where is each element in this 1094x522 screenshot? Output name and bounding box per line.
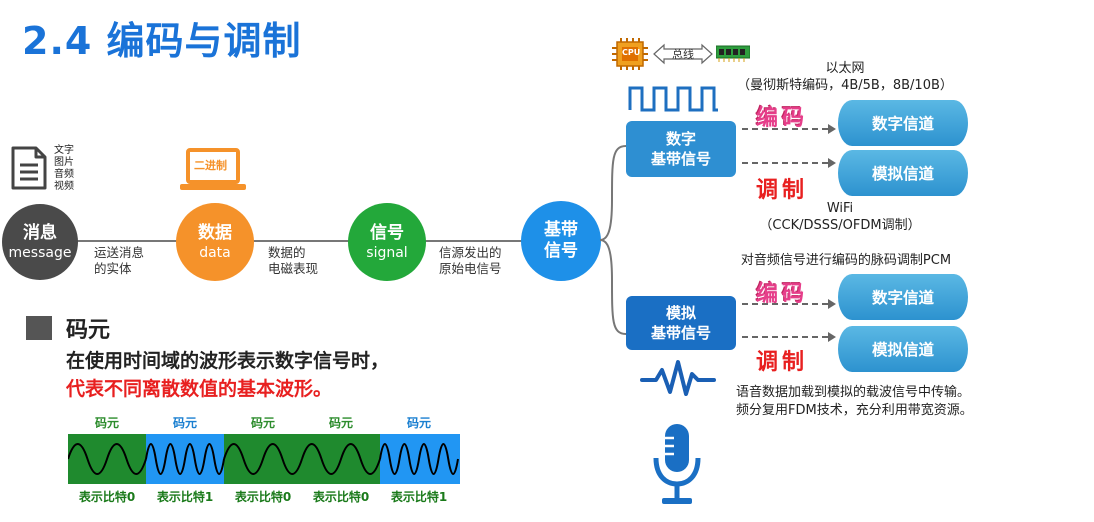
flow-label-3: 信源发出的 原始电信号: [439, 245, 502, 276]
square-wave-icon: [628, 84, 720, 114]
baseband-line1: 基带: [544, 220, 578, 240]
segment-label: 码元: [94, 416, 119, 430]
signal-circle: 信号 signal: [348, 203, 426, 281]
data-circle: 数据 data: [176, 203, 254, 281]
analog-baseband-box: 模拟 基带信号: [626, 296, 736, 350]
signal-title: 信号: [370, 222, 404, 243]
digital-channel-analog: 模拟信道: [838, 150, 968, 196]
baseband-line2: 信号: [544, 241, 578, 261]
digital-box-line1: 数字: [665, 130, 696, 148]
bus-arrow: 总线: [652, 42, 714, 66]
digital-modulate-arrowhead: [828, 158, 836, 168]
segment-label: 码元: [406, 416, 431, 430]
digital-encode-label: 编码: [756, 106, 809, 131]
segment-bit: 表示比特0: [78, 490, 136, 504]
pcm-note: 对音频信号进行编码的脉码调制PCM: [740, 253, 952, 268]
symbol-heading: 码元: [66, 318, 111, 343]
digital-encode-arrow: [742, 128, 828, 130]
ethernet-note: 以太网 （曼彻斯特编码，4B/5B，8B/10B）: [737, 61, 953, 93]
segment-bit: 表示比特0: [234, 490, 292, 504]
media-list: 文字 图片 音频 视频: [54, 145, 74, 193]
analog-box-line2: 基带信号: [650, 324, 711, 342]
analog-encode-arrow: [742, 303, 828, 305]
bus-label: 总线: [672, 48, 694, 61]
media-item: 音频: [54, 169, 74, 180]
voice-wave-icon: [640, 358, 716, 398]
microphone-icon: [652, 422, 702, 508]
signal-sub: signal: [366, 244, 408, 261]
symbol-desc-line1: 在使用时间域的波形表示数字信号时，: [66, 350, 390, 372]
digital-baseband-box: 数字 基带信号: [626, 121, 736, 177]
digital-modulate-label: 调制: [756, 178, 809, 203]
message-sub: message: [8, 244, 72, 261]
symbol-desc-line2: 代表不同离散数值的基本波形。: [66, 378, 333, 400]
analog-modulate-label: 调制: [756, 350, 809, 375]
analog-modulate-arrow: [742, 336, 828, 338]
baseband-circle: 基带 信号: [521, 201, 601, 281]
wifi-note: WiFi （CCK/DSSS/OFDM调制）: [759, 201, 921, 233]
segment-label: 码元: [328, 416, 353, 430]
branch-brace: [598, 140, 628, 340]
digital-modulate-arrow: [742, 162, 828, 164]
analog-channel-digital: 数字信道: [838, 274, 968, 320]
digital-channel-digital: 数字信道: [838, 100, 968, 146]
segment-label: 码元: [250, 416, 275, 430]
segment-bit: 表示比特0: [312, 490, 370, 504]
analog-channel-analog: 模拟信道: [838, 326, 968, 372]
digital-encode-arrowhead: [828, 124, 836, 134]
segment-bit: 表示比特1: [390, 490, 448, 504]
analog-encode-arrowhead: [828, 299, 836, 309]
media-item: 图片: [54, 157, 74, 168]
segment-bit: 表示比特1: [156, 490, 214, 504]
laptop-icon: 二进制: [180, 148, 246, 192]
message-title: 消息: [23, 222, 57, 243]
flow-line: [60, 240, 540, 242]
data-title: 数据: [198, 222, 232, 243]
message-circle: 消息 message: [2, 204, 78, 280]
cpu-label: CPU: [622, 48, 641, 57]
cpu-icon: CPU: [612, 38, 648, 70]
segment-label: 码元: [172, 416, 197, 430]
memory-icon: [715, 44, 751, 62]
analog-box-line1: 模拟: [665, 304, 696, 322]
analog-encode-label: 编码: [756, 282, 809, 307]
media-item: 视频: [54, 181, 74, 192]
flow-label-1: 运送消息 的实体: [94, 245, 145, 276]
document-icon: [10, 145, 48, 191]
digital-box-line2: 基带信号: [650, 150, 711, 168]
page-title: 2.4 编码与调制: [22, 19, 302, 63]
waveform-graphic: [68, 434, 460, 484]
symbol-waveform: 码元 码元 码元 码元 码元 表示比特0 表示比特1 表示比特0 表示比特0 表…: [68, 414, 460, 506]
analog-modulate-arrowhead: [828, 332, 836, 342]
symbol-bullet: [26, 316, 52, 340]
media-item: 文字: [54, 145, 74, 156]
flow-label-2: 数据的 电磁表现: [268, 245, 319, 276]
data-sub: data: [199, 244, 231, 261]
fdm-note: 语音数据加载到模拟的载波信号中传输。 频分复用FDM技术，充分利用带宽资源。: [736, 385, 973, 418]
binary-label: 二进制: [194, 159, 227, 172]
